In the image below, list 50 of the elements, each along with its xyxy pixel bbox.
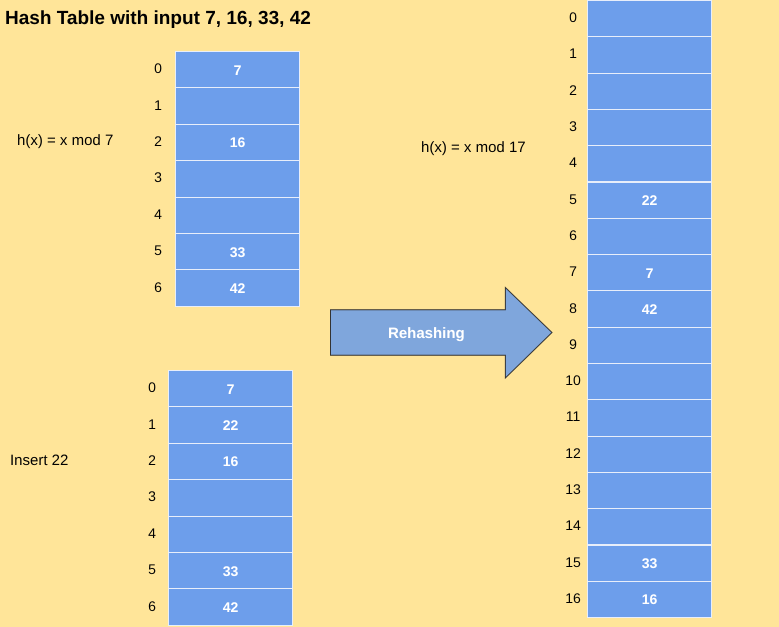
row-index: 3 [147, 488, 157, 504]
row-index: 1 [147, 416, 157, 432]
row-index: 2 [568, 82, 578, 98]
row-index: 2 [147, 452, 157, 468]
row-index: 4 [568, 154, 578, 170]
formula-label: h(x) = x mod 17 [421, 139, 526, 156]
hash-slot: 42 [168, 588, 293, 626]
hash-slot: 7 [587, 254, 712, 292]
hash-slot: 42 [587, 290, 712, 328]
hash-slot: 7 [168, 370, 293, 408]
row-index: 6 [153, 278, 163, 295]
row-index: 1 [153, 96, 163, 113]
row-index: 5 [147, 561, 157, 578]
row-index: 6 [568, 226, 578, 243]
row-index: 6 [147, 598, 157, 614]
hash-slot: 16 [168, 442, 293, 480]
row-index: 2 [153, 133, 163, 149]
hash-slot: 22 [168, 406, 293, 444]
row-index: 3 [153, 169, 163, 186]
row-index: 9 [568, 336, 578, 352]
hash-slot: 16 [175, 124, 300, 162]
row-index: 14 [564, 517, 582, 534]
row-index: 0 [153, 60, 163, 76]
hash-slot: 22 [587, 182, 712, 219]
row-index: 7 [568, 263, 578, 280]
row-index: 1 [568, 45, 578, 62]
row-index: 5 [568, 190, 578, 207]
row-index: 0 [147, 379, 157, 396]
row-index: 13 [564, 481, 582, 498]
row-index: 0 [568, 9, 578, 26]
row-index: 4 [153, 206, 163, 222]
hash-slot: 7 [175, 51, 300, 88]
row-index: 16 [564, 590, 582, 606]
hash-slot: 16 [587, 580, 712, 618]
arrow-label: Rehashing [388, 325, 465, 342]
hash-slot: 42 [175, 269, 300, 307]
row-index: 3 [568, 118, 578, 134]
operation-note: Insert 22 [10, 452, 68, 469]
row-index: 5 [153, 242, 163, 258]
row-index: 8 [568, 300, 578, 316]
row-index: 11 [564, 408, 582, 424]
row-index: 15 [564, 554, 582, 570]
hash-slot: 33 [175, 233, 300, 270]
hash-slot: 33 [587, 544, 712, 582]
row-index: 12 [564, 444, 582, 461]
row-index: 4 [147, 524, 157, 541]
title: Hash Table with input 7, 16, 33, 42 [5, 8, 311, 30]
hash-slot: 33 [168, 552, 293, 590]
formula-label: h(x) = x mod 7 [17, 132, 114, 149]
row-index: 10 [564, 372, 582, 388]
